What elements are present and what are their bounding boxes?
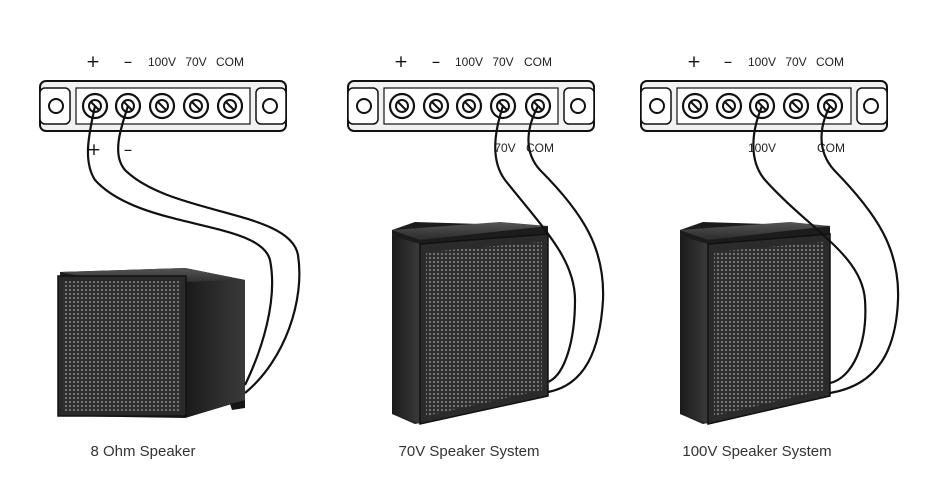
terminal-label-com: COM: [216, 55, 244, 69]
terminal-label-100v: 100V: [455, 55, 483, 69]
terminal-label-com: COM: [816, 55, 844, 69]
caption-8-ohm: 8 Ohm Speaker: [90, 443, 195, 460]
speaker-8-ohm: [57, 268, 245, 418]
terminal-label-plus: +: [687, 52, 701, 72]
terminal-label-minus: –: [432, 52, 441, 72]
screw-terminals: [388, 92, 552, 120]
terminal-label-70v: 70V: [492, 55, 513, 69]
wire-label-minus: –: [124, 140, 133, 160]
terminal-label-minus: –: [124, 52, 133, 72]
caption-100v: 100V Speaker System: [682, 443, 831, 460]
wire-label-70v: 70V: [494, 141, 515, 155]
terminal-label-plus: +: [86, 52, 100, 72]
speaker-70v: [392, 222, 549, 425]
panel-100v: + – 100V 70V COM 100V COM: [640, 52, 900, 460]
panel-8-ohm: + – 100V 70V COM + –: [39, 52, 301, 460]
wire-com: [820, 105, 900, 395]
screw-terminals: [81, 92, 244, 120]
terminal-label-70v: 70V: [185, 55, 206, 69]
wire-com: [527, 105, 605, 394]
wire-100v: [752, 105, 867, 385]
wire-70v: [494, 105, 577, 384]
terminal-label-com: COM: [524, 55, 552, 69]
wire-label-100v: 100V: [748, 141, 776, 155]
terminal-label-plus: +: [394, 52, 408, 72]
wire-positive: [86, 105, 274, 386]
panel-70v: + – 100V 70V COM 70V COM: [347, 52, 605, 460]
caption-70v: 70V Speaker System: [399, 443, 540, 460]
terminal-label-100v: 100V: [148, 55, 176, 69]
terminal-label-100v: 100V: [748, 55, 776, 69]
wire-label-com: COM: [526, 141, 554, 155]
wire-negative: [117, 105, 301, 394]
wire-label-plus: +: [87, 140, 101, 160]
speaker-100v: [680, 222, 831, 425]
terminal-label-minus: –: [724, 52, 733, 72]
terminal-label-70v: 70V: [785, 55, 806, 69]
